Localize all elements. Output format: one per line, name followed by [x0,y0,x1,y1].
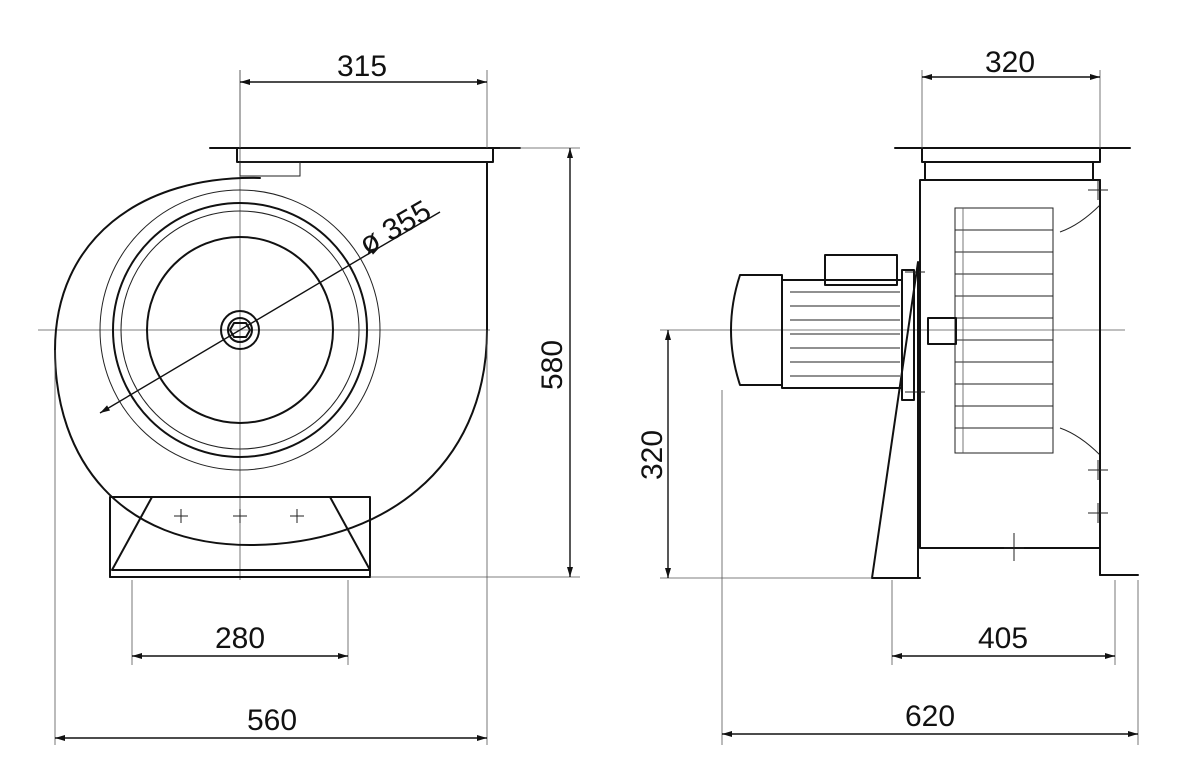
side-right-foot [1099,547,1139,576]
side-view: 320 320 405 620 [636,46,1139,745]
dim-text-620: 620 [905,700,955,733]
impeller-blades [954,207,1054,454]
diameter-dimension-line [99,246,381,414]
dim-text-560: 560 [247,704,297,737]
dim-text-580: 580 [536,340,569,390]
front-view: 315 580 280 560 ø 355 [38,50,580,745]
motor [730,254,925,401]
mounting-holes [174,509,304,523]
motor-flange-bolts [905,271,925,393]
dim-text-280: 280 [215,622,265,655]
diameter-leader [379,211,441,248]
side-inlet-curves [1059,204,1101,456]
terminal-box [824,254,898,286]
motor-flange [901,269,915,401]
flange-lip [239,161,301,177]
dim-text-405: 405 [978,622,1028,655]
dim-text-315: 315 [337,50,387,83]
stand-trapezoid [111,496,371,571]
side-outlet-flange [921,147,1101,163]
scroll-housing [54,161,488,546]
side-shaft [927,317,957,345]
dim-text-diameter: ø 355 [354,194,437,261]
dim-text-shaft-320: 320 [636,430,669,480]
side-stand-plate [871,261,919,579]
motor-end-cap [730,274,783,386]
dim-text-side-320: 320 [985,46,1035,79]
side-bolt-marks [1004,180,1108,561]
side-housing [919,179,1101,549]
outlet-flange [236,147,494,163]
impeller-outline [954,207,1054,454]
